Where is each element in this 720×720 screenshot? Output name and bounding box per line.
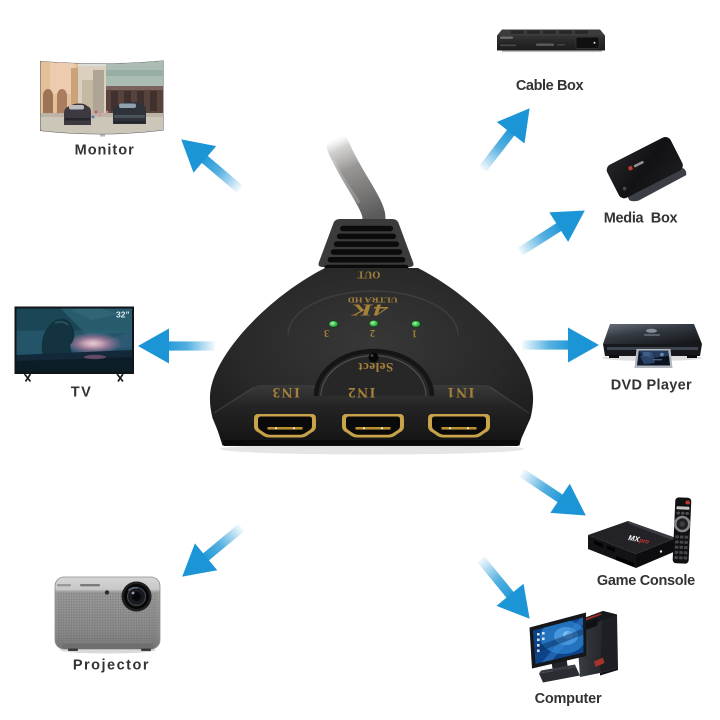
svg-text:Cable Box: Cable Box	[516, 78, 584, 94]
svg-text:32": 32"	[116, 310, 130, 320]
svg-text:OUT: OUT	[358, 269, 381, 280]
svg-text:Computer: Computer	[535, 691, 602, 707]
svg-text:IN2: IN2	[347, 384, 376, 400]
svg-text:Media Box: Media Box	[604, 211, 678, 227]
svg-text:Projector: Projector	[73, 658, 150, 674]
svg-text:TV: TV	[71, 385, 93, 401]
svg-text:1: 1	[412, 327, 417, 338]
svg-text:IN3: IN3	[271, 384, 300, 400]
svg-text:Select: Select	[358, 360, 394, 375]
svg-text:Game Console: Game Console	[597, 573, 695, 589]
svg-text:2: 2	[370, 327, 375, 338]
svg-text:3: 3	[324, 327, 329, 338]
svg-text:Monitor: Monitor	[75, 142, 135, 158]
svg-text:DVD Player: DVD Player	[611, 378, 692, 394]
svg-text:IN1: IN1	[446, 384, 475, 400]
svg-text:4K: 4K	[351, 301, 390, 320]
svg-text:ULTRA HD: ULTRA HD	[348, 295, 398, 303]
